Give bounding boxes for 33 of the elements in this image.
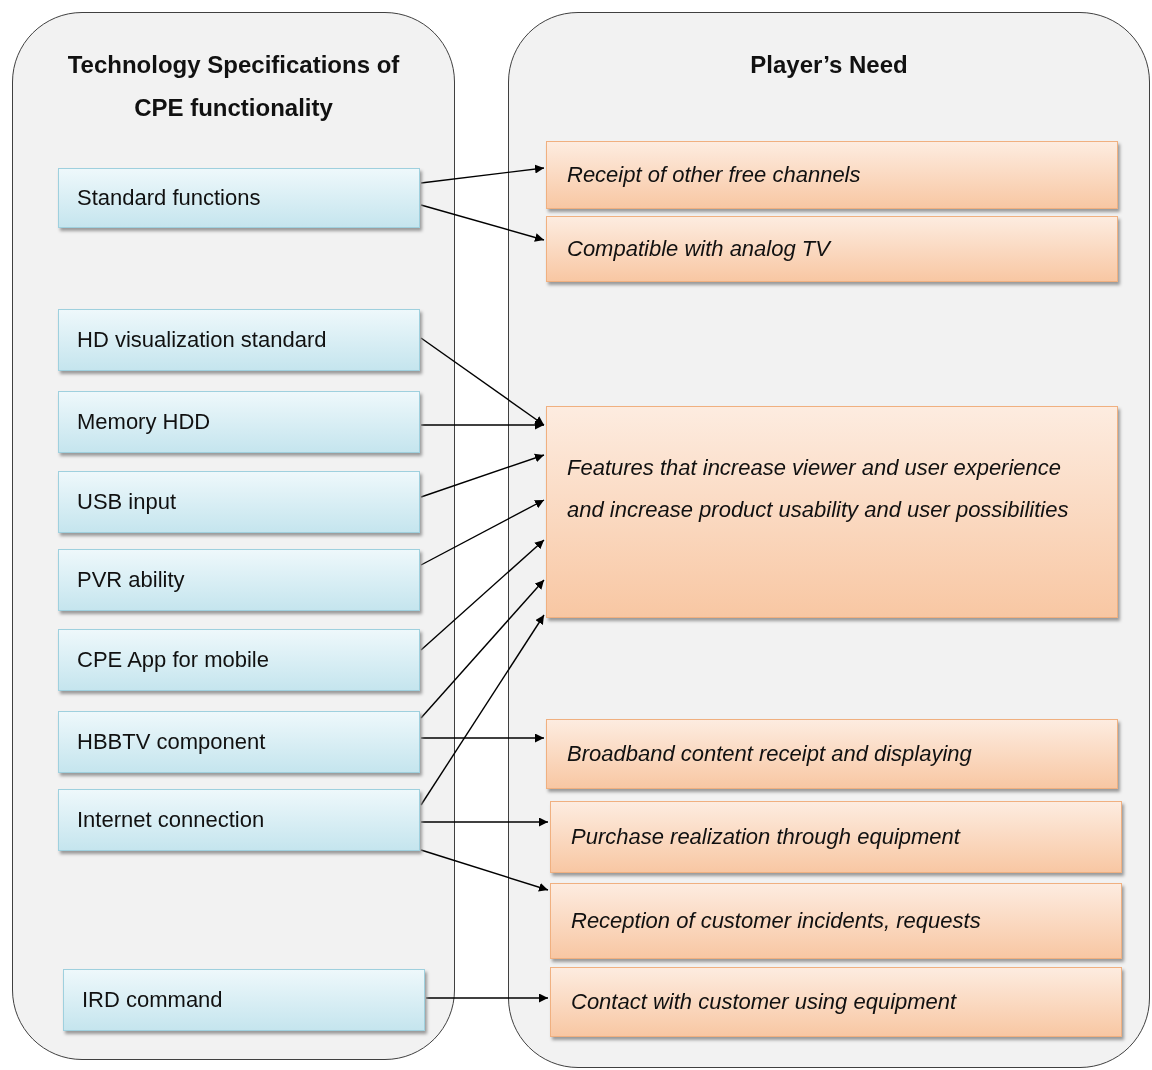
arrow <box>425 993 549 1003</box>
group-panel <box>12 12 455 1060</box>
arrow <box>420 499 545 566</box>
arrow <box>420 539 545 651</box>
arrow <box>420 204 545 242</box>
need-box: Purchase realization through equipment <box>550 801 1122 873</box>
arrow <box>420 579 545 719</box>
arrow <box>420 733 545 743</box>
arrow <box>420 817 549 827</box>
arrow <box>420 453 545 498</box>
panel-heading: Technology Specifications of CPE functionality <box>66 50 401 124</box>
need-box: Features that increase viewer and user experience and increase product usability and user possibilities <box>546 406 1118 618</box>
need-box: Broadband content receipt and displaying <box>546 719 1118 789</box>
specification-box: USB input <box>58 471 420 533</box>
panel-heading: Player’s Need <box>749 50 909 80</box>
arrow <box>420 420 545 430</box>
need-box: Reception of customer incidents, requests <box>550 883 1122 959</box>
need-box: Receipt of other free channels <box>546 141 1118 209</box>
specification-box: PVR ability <box>58 549 420 611</box>
specification-box: IRD command <box>63 969 425 1031</box>
group-panel <box>508 12 1150 1068</box>
arrow <box>420 337 545 426</box>
specification-box: Memory HDD <box>58 391 420 453</box>
arrow <box>420 164 545 184</box>
specification-box: HD visualization standard <box>58 309 420 371</box>
specification-box: Standard functions <box>58 168 420 228</box>
specification-box: CPE App for mobile <box>58 629 420 691</box>
need-box: Compatible with analog TV <box>546 216 1118 282</box>
specification-box: HBBTV component <box>58 711 420 773</box>
specification-box: Internet connection <box>58 789 420 851</box>
arrow <box>420 614 545 806</box>
need-box: Contact with customer using equipment <box>550 967 1122 1037</box>
arrow <box>420 849 549 892</box>
